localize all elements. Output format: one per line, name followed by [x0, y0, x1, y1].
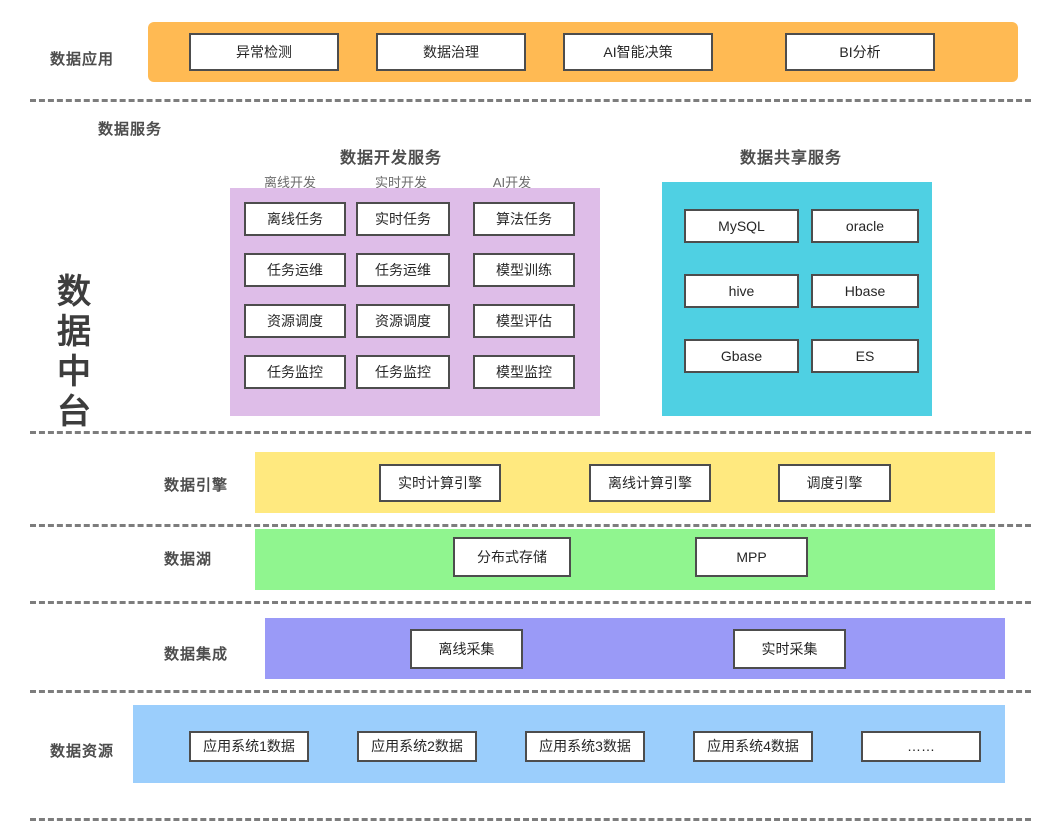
share-item-gbase[interactable]: Gbase	[684, 339, 799, 373]
separator-application	[30, 99, 1031, 102]
layer-band-lake: 分布式存储 MPP	[255, 529, 995, 590]
share-item-hbase[interactable]: Hbase	[811, 274, 919, 308]
dev-column-label-realtime: 实时开发	[374, 175, 427, 190]
dev-realtime-item-2[interactable]: 资源调度	[356, 304, 450, 338]
dev-realtime-item-0[interactable]: 实时任务	[356, 202, 450, 236]
share-item-oracle[interactable]: oracle	[811, 209, 919, 243]
app-item-1[interactable]: 数据治理	[376, 33, 526, 71]
resource-item-3[interactable]: 应用系统4数据	[693, 731, 813, 762]
separator-lake	[30, 601, 1031, 604]
dev-ai-item-0[interactable]: 算法任务	[473, 202, 575, 236]
panel-title-share: 数据共享服务	[740, 150, 843, 167]
layer-label-service: 数据服务	[98, 121, 163, 138]
dev-ai-item-2[interactable]: 模型评估	[473, 304, 575, 338]
platform-title: 数 据 中 台	[44, 272, 104, 432]
platform-title-char: 数	[57, 273, 91, 311]
panel-dev-services: 离线任务 任务运维 资源调度 任务监控 实时任务 任务运维 资源调度 任务监控 …	[230, 188, 600, 416]
layer-band-integration: 离线采集 实时采集	[265, 618, 1005, 679]
lake-item-1[interactable]: MPP	[695, 537, 808, 577]
lake-item-0[interactable]: 分布式存储	[453, 537, 571, 577]
separator-integration	[30, 690, 1031, 693]
layer-label-lake: 数据湖	[164, 551, 213, 568]
layer-band-resource: 应用系统1数据 应用系统2数据 应用系统3数据 应用系统4数据 ……	[133, 705, 1005, 783]
dev-offline-item-0[interactable]: 离线任务	[244, 202, 346, 236]
dev-offline-item-3[interactable]: 任务监控	[244, 355, 346, 389]
resource-item-1[interactable]: 应用系统2数据	[357, 731, 477, 762]
dev-ai-item-3[interactable]: 模型监控	[473, 355, 575, 389]
layer-band-application: 异常检测 数据治理 AI智能决策 BI分析	[148, 22, 1018, 82]
engine-item-1[interactable]: 离线计算引擎	[589, 464, 711, 502]
engine-item-2[interactable]: 调度引擎	[778, 464, 891, 502]
platform-title-char: 台	[57, 393, 91, 432]
app-item-0[interactable]: 异常检测	[189, 33, 339, 71]
dev-realtime-item-1[interactable]: 任务运维	[356, 253, 450, 287]
dev-realtime-item-3[interactable]: 任务监控	[356, 355, 450, 389]
platform-title-char: 据	[57, 313, 91, 352]
app-item-3[interactable]: BI分析	[785, 33, 935, 71]
share-item-hive[interactable]: hive	[684, 274, 799, 308]
layer-label-engine: 数据引擎	[164, 477, 229, 494]
integration-item-1[interactable]: 实时采集	[733, 629, 846, 669]
layer-label-application: 数据应用	[50, 51, 115, 68]
separator-service	[30, 431, 1031, 434]
layer-label-integration: 数据集成	[164, 646, 229, 663]
dev-offline-item-1[interactable]: 任务运维	[244, 253, 346, 287]
layer-label-resource: 数据资源	[50, 743, 115, 760]
resource-item-0[interactable]: 应用系统1数据	[189, 731, 309, 762]
share-item-es[interactable]: ES	[811, 339, 919, 373]
dev-column-label-ai: AI开发	[492, 175, 532, 190]
panel-title-dev: 数据开发服务	[340, 150, 443, 167]
resource-item-4[interactable]: ……	[861, 731, 981, 762]
app-item-2[interactable]: AI智能决策	[563, 33, 713, 71]
separator-engine	[30, 524, 1031, 527]
integration-item-0[interactable]: 离线采集	[410, 629, 523, 669]
dev-column-label-offline: 离线开发	[263, 175, 316, 190]
separator-resource	[30, 818, 1031, 821]
resource-item-2[interactable]: 应用系统3数据	[525, 731, 645, 762]
share-item-mysql[interactable]: MySQL	[684, 209, 799, 243]
dev-ai-item-1[interactable]: 模型训练	[473, 253, 575, 287]
dev-offline-item-2[interactable]: 资源调度	[244, 304, 346, 338]
platform-title-char: 中	[57, 353, 91, 392]
panel-share-services: MySQL oracle hive Hbase Gbase ES	[662, 182, 932, 416]
layer-band-engine: 实时计算引擎 离线计算引擎 调度引擎	[255, 452, 995, 513]
engine-item-0[interactable]: 实时计算引擎	[379, 464, 501, 502]
